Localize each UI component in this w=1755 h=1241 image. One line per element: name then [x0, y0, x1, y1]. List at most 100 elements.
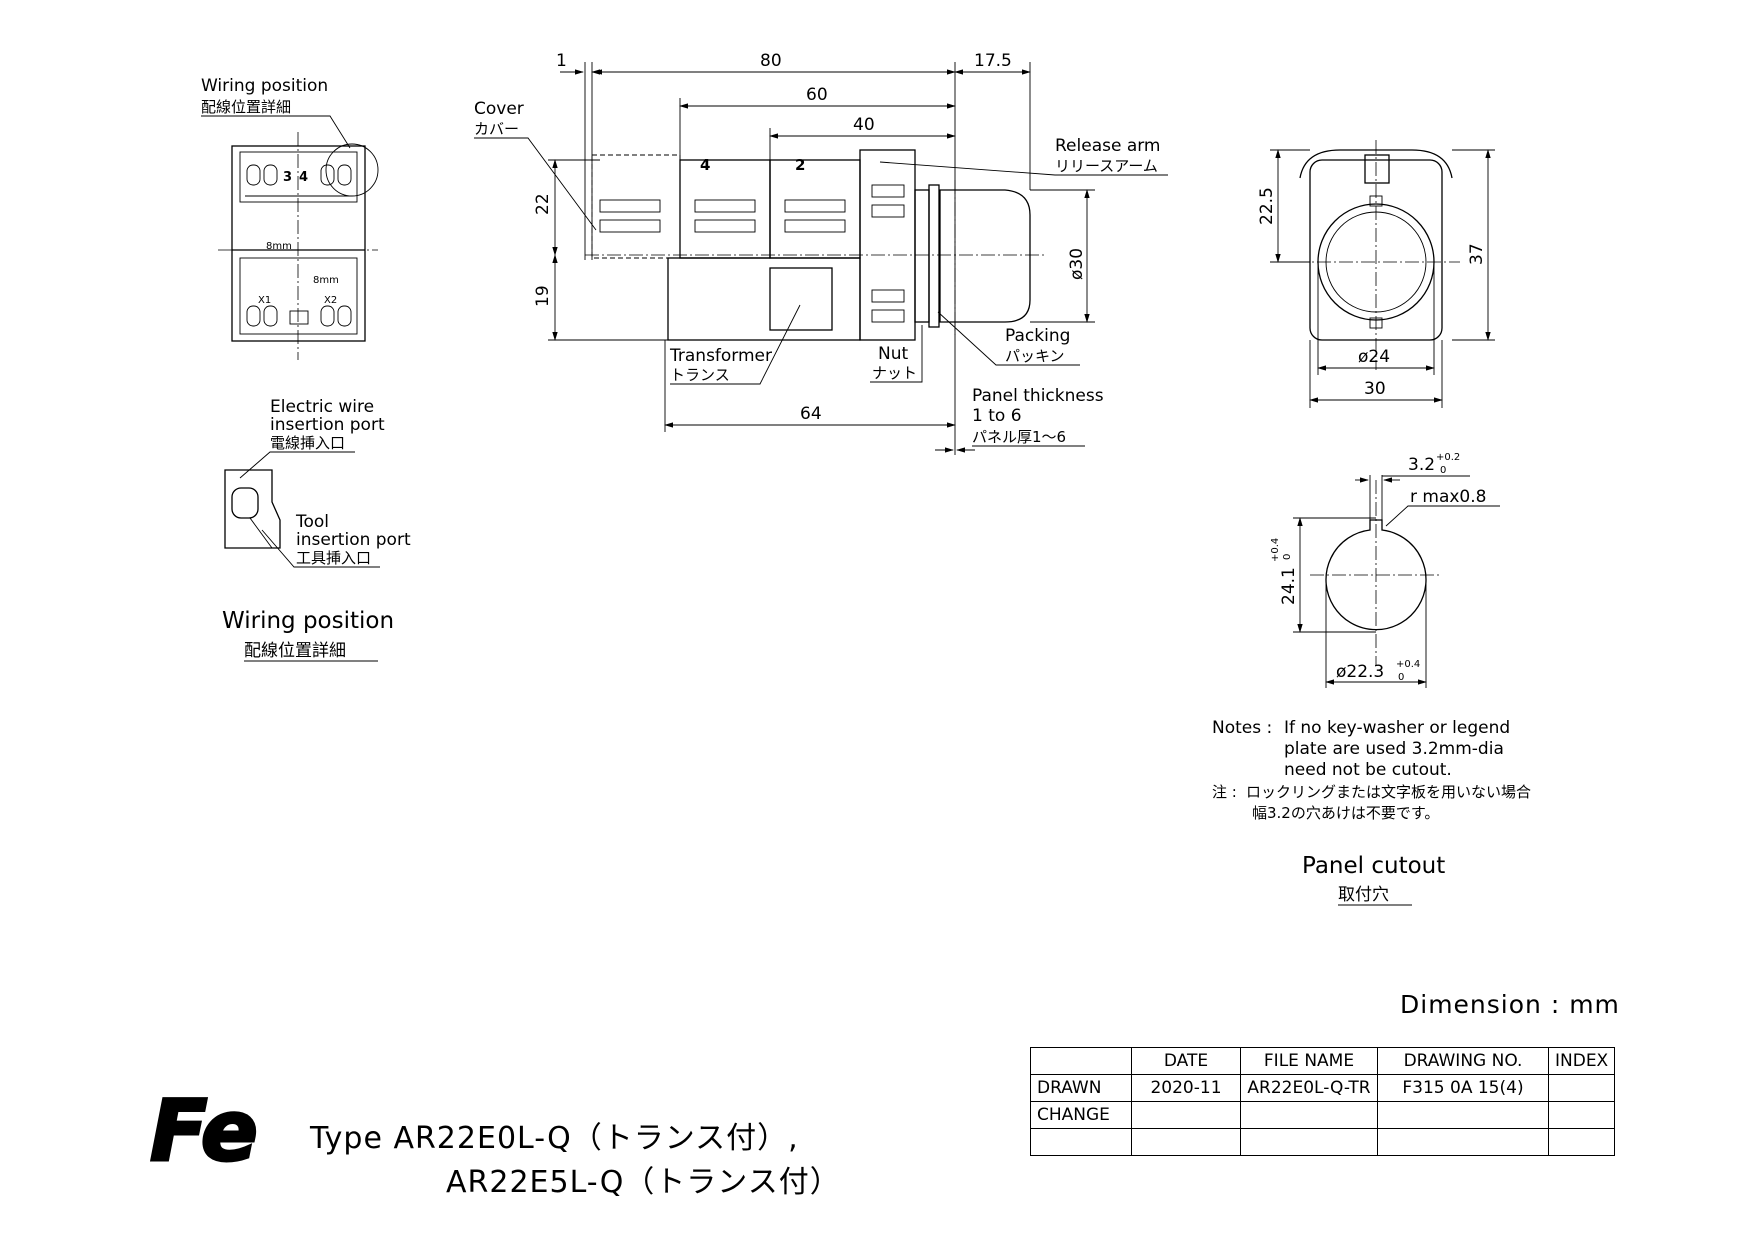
panel-thickness-label-ja: パネル厚1～6 — [972, 428, 1066, 446]
transformer-leader — [670, 304, 801, 385]
title-block-cell — [1547, 1128, 1616, 1156]
cutout-slot-tol-plus: +0.2 — [1436, 452, 1460, 463]
dim-60: 60 — [806, 85, 828, 105]
packing-label-en: Packing — [1005, 326, 1070, 346]
title-block-cell — [1377, 1101, 1549, 1129]
title-block-row-blank — [1030, 1128, 1616, 1156]
packing-label-ja: パッキン — [1005, 347, 1065, 365]
dim-37: 37 — [1467, 243, 1487, 265]
notes-ja-1: ロックリングまたは文字板を用いない場合 — [1246, 783, 1531, 801]
packing-leader — [937, 311, 1080, 366]
block-label-4: 4 — [700, 156, 710, 174]
nut — [914, 189, 930, 323]
wire-port-label-en-1: Electric wire — [270, 397, 374, 417]
dimension-unit: Dimension : mm — [1400, 990, 1620, 1019]
operator-body — [859, 149, 916, 341]
top-terminals — [246, 164, 352, 186]
dim-1: 1 — [556, 51, 567, 71]
wiring-caption-ja: 配線位置詳細 — [244, 641, 346, 661]
tool-port-label-en-1: Tool — [295, 512, 329, 532]
wire-port-label-en-2: insertion port — [270, 415, 385, 435]
block-slots — [599, 184, 905, 323]
panel-cutout: 3.2 +0.2 0 r max0.8 24.1 +0.4 0 ø22.3 +0… — [1212, 452, 1531, 906]
front-view: 22.5 37 ø24 30 — [1257, 140, 1495, 408]
port-body — [224, 469, 281, 549]
nut-label-ja: ナット — [872, 364, 917, 382]
title-block-header-blank — [1030, 1047, 1132, 1075]
wiring-position-leader — [201, 115, 351, 149]
title-block-cell — [1131, 1101, 1241, 1129]
panel-cutout-caption-en: Panel cutout — [1302, 853, 1445, 879]
coil-label-x2: X2 — [324, 295, 337, 306]
dim-17-5: 17.5 — [974, 51, 1012, 71]
transformer-label-en: Transformer — [669, 346, 772, 366]
title-block-cell — [1240, 1101, 1378, 1129]
coil-label-x1: X1 — [258, 295, 271, 306]
notes-ja-2: 幅3.2の穴あけは不要です。 — [1252, 804, 1439, 822]
dim-64: 64 — [800, 404, 822, 424]
panel-thickness-label-en-1: Panel thickness — [972, 386, 1104, 406]
notes-en-2: plate are used 3.2mm-dia — [1284, 739, 1504, 759]
title-block-cell — [1030, 1128, 1132, 1156]
cover-leader — [474, 137, 597, 231]
wire-port-leader — [239, 451, 355, 479]
dim-80: 80 — [760, 51, 782, 71]
title-block-header-index: INDEX — [1547, 1047, 1616, 1075]
tool-port-label-ja: 工具挿入口 — [296, 549, 371, 567]
title-block: DATE FILE NAME DRAWING NO. INDEX DRAWN 2… — [1030, 1047, 1616, 1156]
terminal-label-4: 4 — [299, 170, 308, 185]
title-block-cell: CHANGE — [1030, 1101, 1132, 1129]
title-area: Fe Type AR22E0L-Q（トランス付）, AR22E5L-Q（トランス… — [149, 1081, 841, 1201]
title-block-header-file-name: FILE NAME — [1240, 1047, 1378, 1075]
terminal-label-3: 3 — [283, 170, 292, 185]
dim-22-5: 22.5 — [1257, 187, 1277, 225]
title-line-1: Type AR22E0L-Q（トランス付）, — [309, 1121, 799, 1156]
cover-label-en: Cover — [474, 99, 524, 119]
title-block-row-drawn: DRAWN 2020-11 AR22E0L-Q-TR F315 0A 15(4) — [1030, 1074, 1616, 1102]
dim-dia-24: ø24 — [1358, 347, 1390, 367]
title-block-cell — [1240, 1128, 1378, 1156]
release-arm-label-en: Release arm — [1055, 136, 1161, 156]
tool-port-leader — [261, 529, 380, 568]
nut-leader — [870, 325, 923, 383]
release-arm-label-ja: リリースアーム — [1055, 157, 1158, 175]
notes-en-1: If no key-washer or legend — [1284, 718, 1510, 738]
release-arm-leader — [879, 161, 1168, 176]
wire-port-label-ja: 電線挿入口 — [270, 434, 345, 452]
transformer-label-ja: トランス — [670, 366, 730, 384]
title-block-header-date: DATE — [1131, 1047, 1241, 1075]
cutout-dia-tol-zero: 0 — [1398, 672, 1404, 683]
wire-port-opening — [231, 487, 259, 519]
notes-label: Notes : — [1212, 718, 1272, 738]
title-line-2: AR22E5L-Q（トランス付） — [446, 1165, 841, 1200]
title-block-header-row: DATE FILE NAME DRAWING NO. INDEX — [1030, 1047, 1616, 1075]
title-block-cell: 2020-11 — [1131, 1074, 1241, 1102]
contact-block-4 — [679, 159, 771, 259]
title-block-cell: AR22E0L-Q-TR — [1240, 1074, 1378, 1102]
button-head — [939, 189, 1031, 323]
dim-dia-30: ø30 — [1067, 248, 1087, 280]
dim-30: 30 — [1364, 379, 1386, 399]
dim-19: 19 — [533, 285, 553, 307]
title-block-cell — [1547, 1101, 1616, 1129]
wiring-position-label-en: Wiring position — [201, 76, 328, 96]
panel-thickness-label-en-2: 1 to 6 — [972, 406, 1022, 426]
dim-40: 40 — [853, 115, 875, 135]
contact-block-2 — [769, 159, 861, 259]
side-view: 1 80 17.5 60 40 22 19 ø30 64 4 2 — [474, 51, 1168, 455]
title-block-cell: DRAWN — [1030, 1074, 1132, 1102]
dim-22: 22 — [533, 193, 553, 215]
nut-label-en: Nut — [878, 344, 908, 364]
title-block-cell — [1547, 1074, 1616, 1102]
title-block-header-drawing-no: DRAWING NO. — [1377, 1047, 1549, 1075]
fuji-logo: Fe — [149, 1081, 260, 1182]
cover-outline — [591, 154, 681, 259]
bottom-terminals — [246, 305, 352, 327]
cutout-radius-dim: r max0.8 — [1410, 487, 1486, 507]
tool-port-label-en-2: insertion port — [296, 530, 411, 550]
logo-text: Fe — [150, 1082, 258, 1180]
panel-cutout-caption-ja: 取付穴 — [1338, 885, 1389, 905]
cutout-outline — [1325, 519, 1427, 631]
title-block-cell: F315 0A 15(4) — [1377, 1074, 1549, 1102]
